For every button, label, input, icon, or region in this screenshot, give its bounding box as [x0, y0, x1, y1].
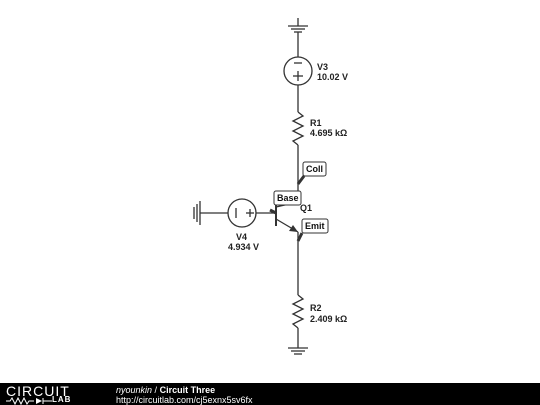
ground-symbol-top	[288, 18, 308, 33]
v3-value-label: 10.02 V	[317, 72, 348, 82]
probe-coll-label: Coll	[306, 164, 323, 174]
ground-symbol-left	[193, 201, 201, 225]
probe-base-label: Base	[277, 193, 299, 203]
footer-title-line: nyounkin / Circuit Three	[116, 385, 215, 395]
logo-waveform-icon	[6, 397, 52, 405]
probe-coll[interactable]: Coll	[296, 161, 327, 185]
circuit-schematic: V3 10.02 V R1 4.695 kΩ V4 4.934 V Q1 R2 …	[193, 18, 348, 355]
probe-base[interactable]: Base	[269, 190, 302, 215]
footer-separator: /	[154, 385, 158, 395]
r1-name-label: R1	[310, 118, 322, 128]
v3-name-label: V3	[317, 62, 328, 72]
ground-symbol-bottom	[288, 347, 308, 355]
footer-bar: CIRCUIT LAB nyounkin / Circuit Three htt…	[0, 383, 540, 405]
probe-emit[interactable]: Emit	[296, 218, 329, 242]
voltage-source-v3[interactable]	[283, 56, 313, 86]
resistor-r2[interactable]	[291, 294, 305, 329]
v4-value-label: 4.934 V	[228, 242, 259, 252]
logo-text-circuit: CIRCUIT	[6, 383, 70, 399]
resistor-r1[interactable]	[291, 111, 305, 146]
probe-emit-label: Emit	[305, 221, 325, 231]
r2-name-label: R2	[310, 303, 322, 313]
r1-value-label: 4.695 kΩ	[310, 128, 347, 138]
v4-name-label: V4	[236, 232, 247, 242]
voltage-source-v4[interactable]	[227, 198, 257, 228]
q1-name-label: Q1	[300, 203, 312, 213]
logo-text-lab: LAB	[52, 395, 72, 404]
footer-username-link[interactable]: nyounkin	[116, 385, 153, 395]
footer-circuit-title[interactable]: Circuit Three	[159, 385, 216, 395]
circuitlab-logo[interactable]: CIRCUIT LAB	[6, 383, 94, 405]
footer-url-link[interactable]: http://circuitlab.com/cj5exnx5sv6fx	[116, 395, 253, 405]
r2-value-label: 2.409 kΩ	[310, 314, 347, 324]
